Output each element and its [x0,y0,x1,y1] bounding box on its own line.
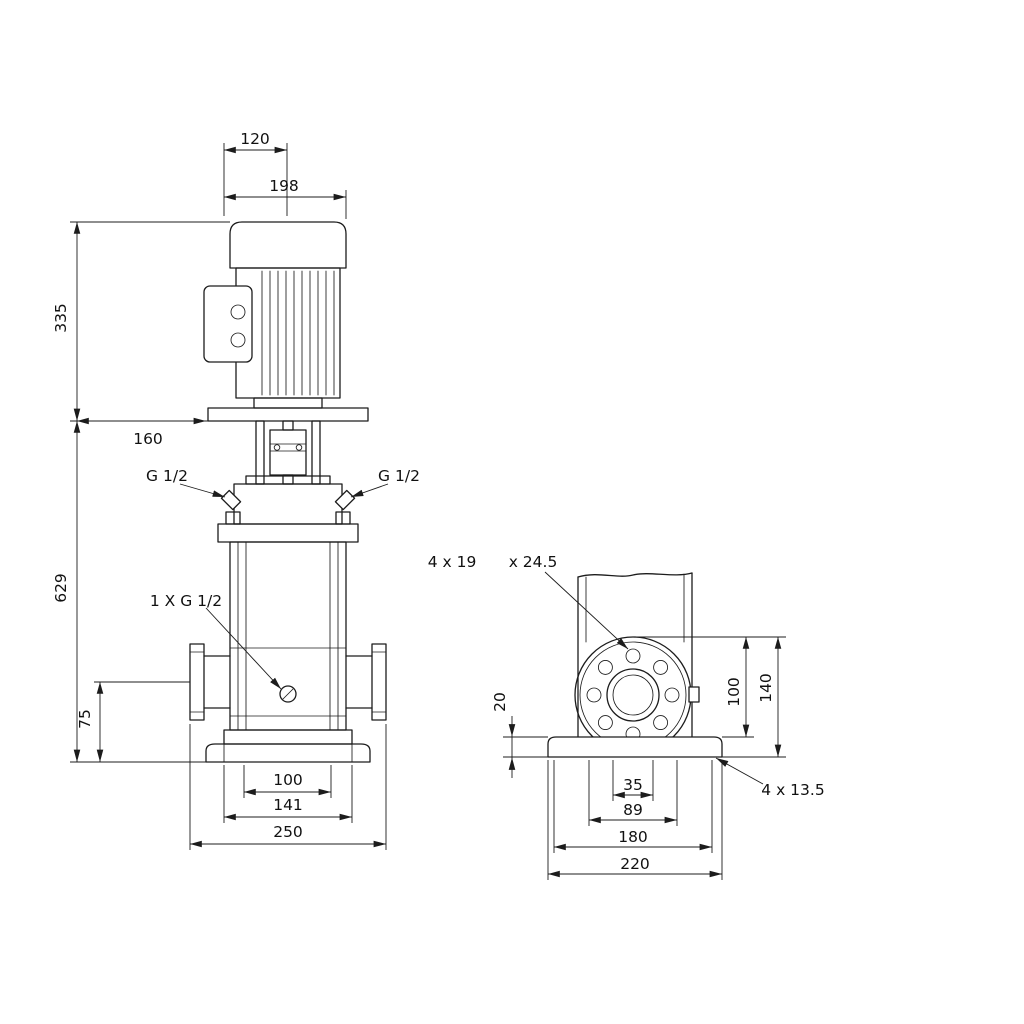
bolt-hole [597,715,613,731]
dim-198-label: 198 [269,177,299,195]
leader-vent-plug-left [179,483,226,498]
bolt-hole [625,648,641,664]
vent-plug-right-boss [334,489,356,511]
sleeve-bottom-flange [223,729,353,745]
drain-plug-slot [282,688,294,700]
drain-plug-label: 1 X G 1/2 [150,592,222,610]
front-view-dimensions [70,143,389,850]
dim-250-label: 250 [273,823,303,841]
labels: 120 198 335 160 629 75 G 1/2 G 1/2 1 X G… [52,130,825,873]
chamber-stack [229,541,347,731]
coupling-screw-right [295,444,303,451]
staybolt-nut-left [225,511,241,525]
dim-20-label: 20 [491,692,509,712]
terminal-box-body [203,285,253,363]
dim-141-label: 141 [273,796,303,814]
base-holes-label: 4 x 13.5 [761,781,824,799]
flange-bolt-holes [586,648,680,742]
motor-fan-cover [229,221,347,269]
terminal-box-screw-bottom [230,332,246,348]
coupling-screw-left [273,444,281,451]
staybolt-nut-right [335,511,351,525]
motor-stool-flange [207,407,369,422]
dim-100-side-label: 100 [725,677,743,707]
bolt-hole [597,659,613,675]
coupling-lantern [255,420,321,485]
lantern-post-left [255,420,265,485]
suction-flange-face [189,643,205,721]
base-plate-side [547,736,723,758]
dim-89-label: 89 [623,801,643,819]
flange-chamfer [579,641,687,749]
bolt-hole [653,659,669,675]
base-plate [547,736,723,758]
vent-plug-left-label: G 1/2 [146,467,188,485]
head-flange [217,523,359,543]
pump-base [205,729,371,763]
motor-cooling-fins [261,270,335,396]
leader-flange-holes [544,571,629,650]
dim-220-label: 220 [620,855,650,873]
leader-base-holes [715,757,764,785]
flange-counterbore-label: x 24.5 [509,553,558,571]
suction-port [189,643,231,721]
body-break-line [577,572,693,578]
motor-neck [253,397,323,409]
pump-head [217,475,359,543]
bolt-hole [586,687,602,703]
dim-140-label: 140 [757,673,775,703]
dim-160-label: 160 [133,430,163,448]
motor [203,221,369,422]
pump-head-body [233,483,343,525]
vent-plug-right-label: G 1/2 [378,467,420,485]
vent-plug-left-boss [220,489,242,511]
dim-35-label: 35 [623,776,643,794]
discharge-flange-face [371,643,387,721]
terminal-box-screw-top [230,304,246,320]
seal-housing [245,475,331,485]
port-flange-front [574,636,700,754]
flange-bore [612,674,654,716]
pump-body-side [577,572,693,738]
flange-raised-face [606,668,660,722]
drain-plug [279,685,297,703]
lantern-post-right [311,420,321,485]
gauge-tap-boss [688,686,700,703]
coupling [269,429,307,476]
bolt-hole [664,687,680,703]
dim-335-label: 335 [52,303,70,333]
terminal-box [203,285,253,363]
leader-drain-plug [205,607,282,690]
side-view [503,571,786,880]
side-view-dimensions [503,571,786,880]
shaft-upper [282,420,294,431]
flange-outer-diameter [574,636,692,754]
dim-180-label: 180 [618,828,648,846]
dim-100-front-label: 100 [273,771,303,789]
dim-629-label: 629 [52,573,70,603]
staybolts [237,541,339,731]
dim-75-label: 75 [76,709,94,729]
bolt-hole [653,715,669,731]
dim-120-label: 120 [240,130,270,148]
leader-vent-plug-right [350,483,389,498]
flange-holes-label: 4 x 19 [428,553,477,571]
front-view [70,143,389,850]
discharge-port [345,643,387,721]
base-foot [205,743,371,763]
